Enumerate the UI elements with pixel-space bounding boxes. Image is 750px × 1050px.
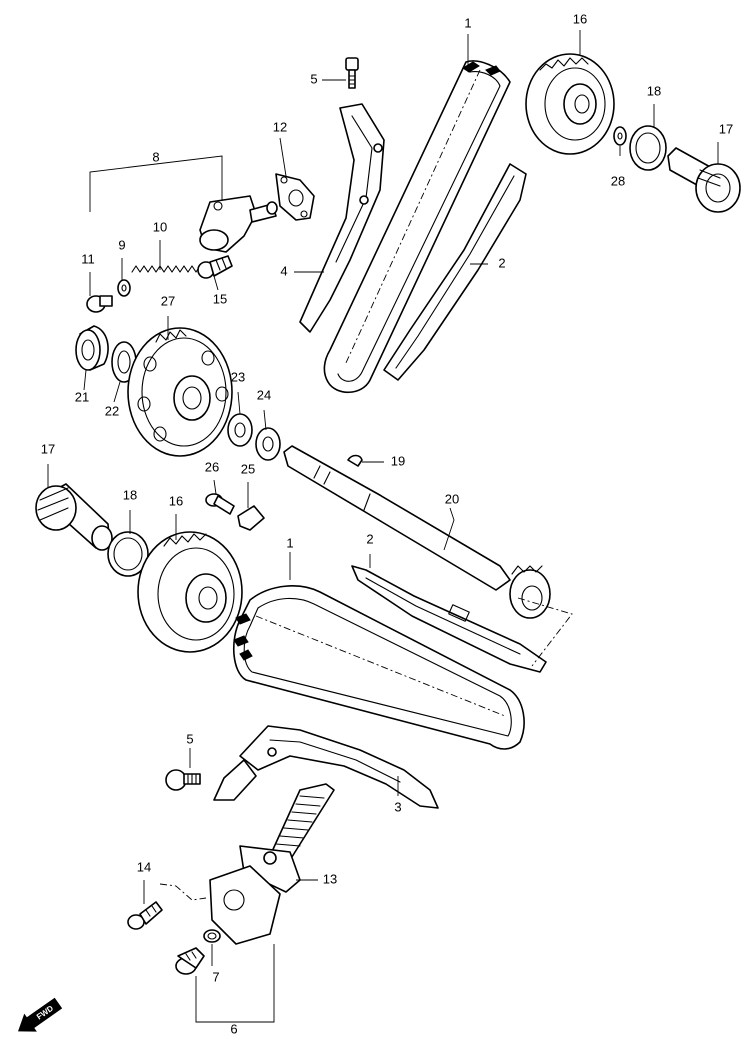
- cam-chain-upper: [323, 60, 511, 394]
- shaft-plug-upper: [667, 147, 741, 213]
- stopper-25: [237, 505, 265, 531]
- callout-17-lower: 17: [41, 441, 55, 456]
- callout-12: 12: [273, 119, 287, 134]
- tensioner-adjuster-lower: [209, 783, 335, 945]
- callout-1-upper: 1: [464, 15, 471, 30]
- callout-4: 4: [280, 263, 287, 278]
- o-ring-lower: [107, 531, 149, 577]
- callout-8: 8: [152, 149, 159, 164]
- tensioner-spring: [131, 265, 205, 273]
- callout-28: 28: [611, 173, 625, 188]
- callout-25: 25: [241, 461, 255, 476]
- callout-24: 24: [257, 387, 271, 402]
- callout-2-upper: 2: [498, 255, 505, 270]
- chain-guide-front: [299, 103, 385, 333]
- callout-20: 20: [445, 491, 459, 506]
- washer-28: [613, 126, 627, 146]
- bolt-lower: [165, 769, 201, 791]
- bearing-23: [227, 413, 253, 447]
- cam-chain-lower: [232, 585, 525, 750]
- bearing-24: [255, 427, 281, 461]
- callout-26: 26: [205, 459, 219, 474]
- callout-15: 15: [213, 291, 227, 306]
- bolt-14: [127, 901, 163, 930]
- callout-10: 10: [153, 219, 167, 234]
- bolt-14-dashed-path: [159, 883, 207, 901]
- callout-18-upper: 18: [647, 83, 661, 98]
- idler-shaft: [283, 445, 551, 619]
- callout-17-upper: 17: [719, 121, 733, 136]
- callout-9: 9: [118, 237, 125, 252]
- callout-21: 21: [75, 389, 89, 404]
- callout-11: 11: [81, 251, 95, 266]
- fwd-arrow-badge: FWD: [17, 997, 63, 1032]
- tensioner-arm: [213, 725, 439, 809]
- tensioner-adjuster-upper: [199, 195, 278, 253]
- o-ring-upper: [629, 125, 667, 171]
- woodruff-key: [347, 454, 363, 467]
- callout-5-lower: 5: [186, 731, 193, 746]
- callout-5-upper: 5: [310, 71, 317, 86]
- bolt-upper: [345, 57, 359, 89]
- cam-sprocket-lower: [137, 531, 243, 653]
- bolt-15: [197, 255, 233, 279]
- callout-14: 14: [137, 859, 151, 874]
- callout-18-lower: 18: [123, 487, 137, 502]
- idler-sprocket: [127, 327, 233, 457]
- cam-sprocket-upper: [525, 53, 615, 155]
- guide-outline-dashed: [517, 597, 573, 667]
- callout-13: 13: [323, 871, 337, 886]
- washer-9: [117, 279, 131, 297]
- shaft-plug-lower: [35, 483, 113, 551]
- callout-6: 6: [230, 1021, 237, 1036]
- callout-16-lower: 16: [169, 493, 183, 508]
- callout-labels: 1 16 5 12 8 18 17 28 11 9 10 4 2 15 27 2…: [41, 11, 733, 1036]
- callout-16-upper: 16: [573, 11, 587, 26]
- o-ring-7: [203, 929, 221, 943]
- callout-22: 22: [105, 403, 119, 418]
- tensioner-gasket: [275, 173, 315, 221]
- tensioner-cap-bolt: [175, 947, 205, 975]
- callout-3: 3: [394, 799, 401, 814]
- callout-2-lower: 2: [366, 531, 373, 546]
- callout-19: 19: [391, 453, 405, 468]
- callout-23: 23: [231, 369, 245, 384]
- chain-guide-rear-upper: [383, 163, 527, 381]
- leader-lines: [47, 30, 719, 1023]
- cap-bolt-11: [86, 295, 113, 313]
- bearing-21: [75, 325, 109, 371]
- callout-7: 7: [212, 969, 219, 984]
- bolt-26: [205, 493, 235, 515]
- callout-1-lower: 1: [286, 535, 293, 550]
- chain-guide-rear-lower: [351, 565, 547, 673]
- callout-27: 27: [161, 293, 175, 308]
